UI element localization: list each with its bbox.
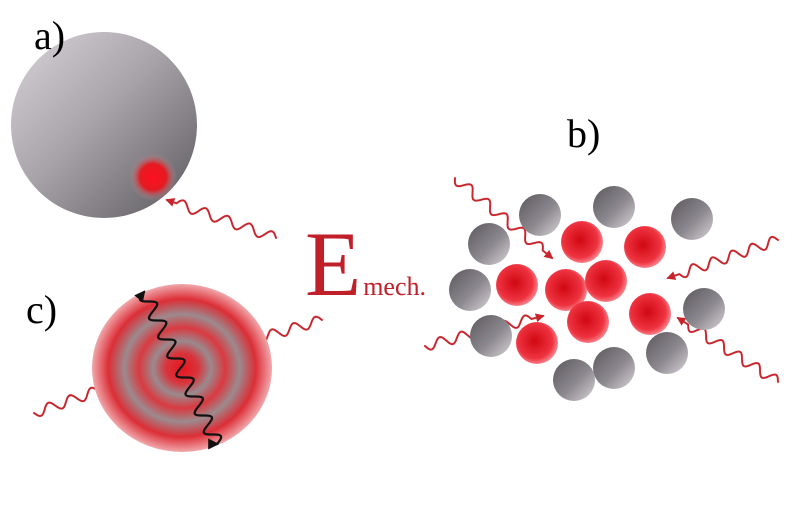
ringed-red-particle	[92, 284, 272, 452]
absorption-hotspot	[129, 153, 177, 201]
red-particle-2	[624, 226, 666, 268]
gray-particle-10	[553, 359, 595, 401]
red-particle-7	[629, 293, 671, 335]
red-particle-1	[561, 221, 603, 263]
gray-particle-6	[683, 288, 725, 330]
energy-subscript: mech.	[363, 272, 427, 301]
gray-particle-7	[470, 315, 512, 357]
panel-label-a: a)	[34, 13, 66, 58]
photon-wave-glow-5	[676, 316, 780, 384]
gray-particle-2	[593, 186, 635, 228]
red-particle-5	[585, 260, 627, 302]
red-particle-3	[496, 264, 538, 306]
mechanical-wave	[134, 290, 227, 446]
gray-particle-3	[671, 198, 713, 240]
gray-particle-8	[646, 332, 688, 374]
photon-arrow-2	[454, 177, 554, 260]
particle-cluster	[449, 186, 725, 401]
photon-arrow-1	[165, 198, 277, 239]
gray-particle-1	[519, 194, 561, 236]
photon-wave-glow-3	[666, 235, 780, 280]
panel-label-b: b)	[567, 111, 601, 156]
photon-arrow-5	[676, 317, 779, 383]
panel-c	[92, 284, 272, 452]
photon-group	[32, 176, 780, 418]
red-particle-6	[567, 301, 609, 343]
red-particle-4	[545, 269, 587, 311]
energy-symbol: E	[305, 213, 362, 315]
panel-label-c: c)	[26, 287, 58, 332]
gray-particle-4	[468, 223, 510, 265]
panel-a	[11, 32, 197, 218]
red-particle-8	[516, 322, 558, 364]
photon-arrow-3	[666, 235, 779, 280]
gray-particle-9	[593, 347, 635, 389]
gray-particle-5	[449, 269, 491, 311]
wave-group	[134, 290, 227, 446]
mechanical-energy-label: Emech.	[305, 218, 426, 310]
